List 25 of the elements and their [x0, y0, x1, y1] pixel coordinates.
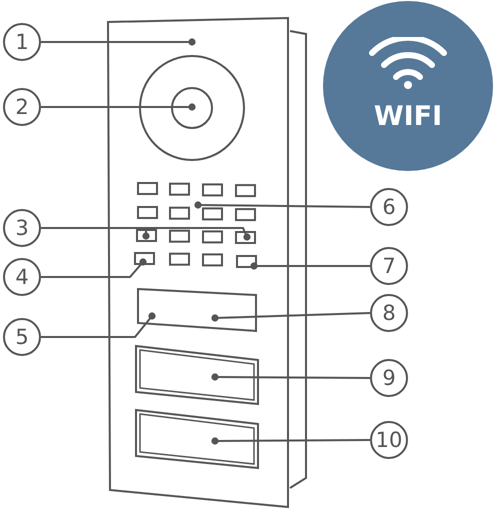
leader-line [211, 312, 370, 322]
callout-number: 6 [370, 188, 408, 226]
callout-number: 2 [3, 88, 41, 126]
callout-number: 8 [370, 294, 408, 332]
keypad-key [236, 255, 257, 268]
callout-number: 3 [3, 209, 41, 247]
call-button [135, 344, 259, 406]
leader-line [41, 103, 196, 111]
call-button [135, 408, 259, 470]
callout-number: 4 [3, 258, 41, 296]
camera-lens [171, 87, 213, 129]
callout-number: 1 [3, 23, 41, 61]
callout-number: 10 [370, 421, 408, 459]
leader-line [211, 373, 370, 381]
callout-number: 7 [370, 247, 408, 285]
leader-line [250, 262, 370, 270]
leader-line [41, 258, 147, 278]
badge-label: WIFI [372, 101, 444, 132]
leader-line [41, 312, 156, 338]
leader-line [41, 38, 196, 46]
leader-line [211, 437, 370, 445]
callout-number: 5 [3, 318, 41, 356]
display-window [137, 288, 257, 332]
leader-line [194, 201, 370, 209]
callout-number: 9 [370, 359, 408, 397]
